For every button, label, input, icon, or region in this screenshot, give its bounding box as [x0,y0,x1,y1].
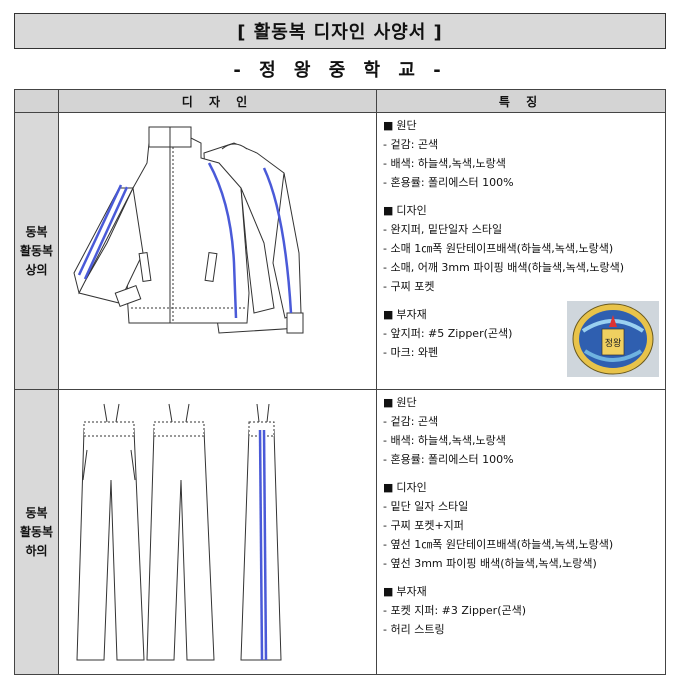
document-title: [ 활동복 디자인 사양서 ] [14,13,666,49]
pants-design-drawing [58,389,377,675]
feature-line: - 옆선 3mm 파이핑 배색(하늘색,녹색,노랑색) [383,557,597,570]
section-heading: ■디자인 [383,204,427,217]
black-square-icon: ■ [383,396,394,409]
row-label-top: 동복 활동복 상의 [14,112,59,390]
section-heading: ■부자재 [383,308,427,321]
feature-line: - 허리 스트링 [383,623,445,636]
feature-line: - 밑단 일자 스타일 [383,500,469,513]
black-square-icon: ■ [383,308,394,321]
section-heading: ■원단 [383,396,417,409]
column-header-design: 디 자 인 [58,89,377,113]
feature-line: - 겉감: 곤색 [383,415,439,428]
feature-line: - 혼용률: 폴리에스터 100% [383,453,514,466]
pants-features: ■원단 - 겉감: 곤색 - 배색: 하늘색,녹색,노랑색 - 혼용률: 폴리에… [376,389,666,675]
feature-line: - 옆선 1㎝폭 원단테이프배색(하늘색,녹색,노랑색) [383,538,614,551]
school-emblem-patch: 정왕 [567,301,659,377]
black-square-icon: ■ [383,481,394,494]
feature-line: - 마크: 와펜 [383,346,439,359]
section-heading: ■원단 [383,119,417,132]
section-heading: ■디자인 [383,481,427,494]
jacket-features: ■원단 - 겉감: 곤색 - 배색: 하늘색,녹색,노랑색 - 혼용률: 폴리에… [376,112,666,390]
feature-line: - 겉감: 곤색 [383,138,439,151]
jacket-design-drawing [58,112,377,390]
row-label-bottom: 동복 활동복 하의 [14,389,59,675]
feature-line: - 완지퍼, 밑단일자 스타일 [383,223,503,236]
section-heading: ■부자재 [383,585,427,598]
feature-line: - 포켓 지퍼: #3 Zipper(곤색) [383,604,527,617]
column-header-features: 특 징 [376,89,666,113]
spec-table: 디 자 인 특 징 동복 활동복 상의 [14,89,666,675]
feature-line: - 구찌 포켓+지퍼 [383,519,464,532]
feature-line: - 구찌 포켓 [383,280,435,293]
feature-line: - 혼용률: 폴리에스터 100% [383,176,514,189]
black-square-icon: ■ [383,204,394,217]
school-name: - 정 왕 중 학 교 - [233,60,447,81]
svg-text:정왕: 정왕 [605,338,622,349]
feature-line: - 배색: 하늘색,녹색,노랑색 [383,157,506,170]
black-square-icon: ■ [383,119,394,132]
feature-line: - 앞지퍼: #5 Zipper(곤색) [383,327,513,340]
black-square-icon: ■ [383,585,394,598]
feature-line: - 소매, 어깨 3mm 파이핑 배색(하늘색,녹색,노랑색) [383,261,624,274]
feature-line: - 소매 1㎝폭 원단테이프배색(하늘색,녹색,노랑색) [383,242,614,255]
corner-cell [14,89,59,113]
feature-line: - 배색: 하늘색,녹색,노랑색 [383,434,506,447]
